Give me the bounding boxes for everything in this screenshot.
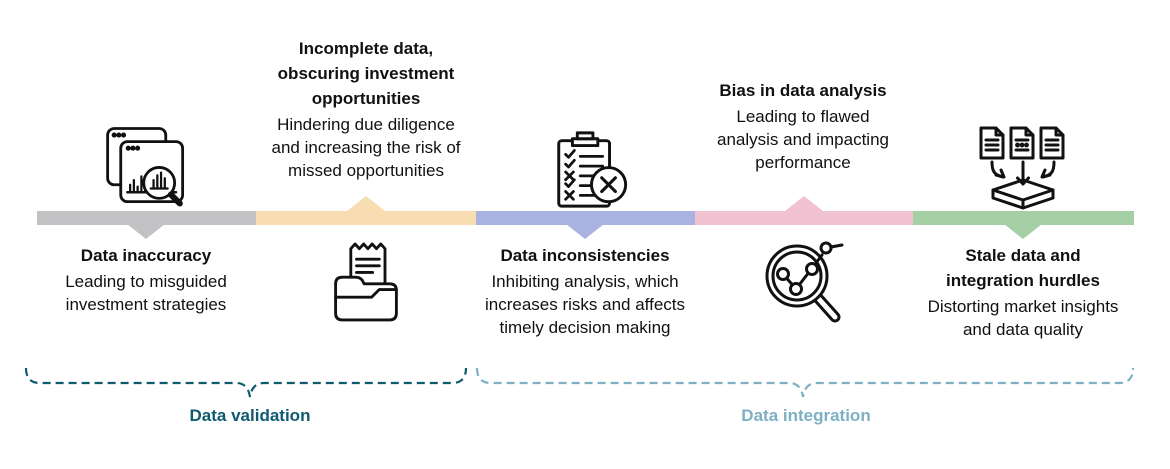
item-stale-data: Stale data and integration hurdles Disto… bbox=[903, 243, 1143, 341]
documents-merge-icon bbox=[979, 126, 1065, 210]
item-description: Distorting market insights and data qual… bbox=[927, 297, 1119, 339]
timeline-segment-stale-data bbox=[913, 211, 1134, 225]
item-bias-in-data-analysis: Bias in data analysis Leading to flawed … bbox=[683, 78, 923, 174]
checklist-error-icon bbox=[557, 131, 628, 208]
item-description: Inhibiting analysis, which increases ris… bbox=[485, 272, 685, 337]
item-description: Hindering due diligence and increasing t… bbox=[271, 115, 461, 180]
magnifier-trend-icon bbox=[765, 241, 844, 323]
timeline-segment-data-inconsistencies bbox=[476, 211, 695, 225]
timeline-segment-data-inaccuracy bbox=[37, 211, 256, 225]
group-brace-data-validation bbox=[24, 367, 468, 398]
group-label-data-validation: Data validation bbox=[189, 406, 311, 425]
folder-receipt-icon bbox=[334, 242, 398, 322]
segment-pointer-down bbox=[566, 224, 604, 239]
item-title: Data inaccuracy bbox=[80, 246, 212, 265]
segment-pointer-down bbox=[127, 224, 165, 239]
timeline-segment-bias bbox=[695, 211, 913, 225]
item-incomplete-data: Incomplete data, obscuring investment op… bbox=[241, 36, 491, 182]
item-data-inaccuracy: Data inaccuracy Leading to misguided inv… bbox=[26, 243, 266, 316]
item-description: Leading to flawed analysis and impacting… bbox=[717, 107, 889, 172]
timeline-segment-incomplete-data bbox=[256, 211, 476, 225]
group-label-data-integration: Data integration bbox=[741, 406, 871, 425]
segment-pointer-down bbox=[1004, 224, 1042, 239]
group-brace-data-integration bbox=[475, 367, 1135, 398]
item-title: Data inconsistencies bbox=[500, 246, 670, 265]
windows-chart-magnifier-icon bbox=[106, 127, 185, 207]
item-data-inconsistencies: Data inconsistencies Inhibiting analysis… bbox=[455, 243, 715, 339]
item-title: Bias in data analysis bbox=[719, 81, 887, 100]
item-title: Stale data and integration hurdles bbox=[946, 246, 1100, 290]
segment-pointer-up bbox=[785, 196, 823, 211]
item-title: Incomplete data, obscuring investment op… bbox=[277, 39, 455, 108]
segment-pointer-up bbox=[347, 196, 385, 211]
item-description: Leading to misguided investment strategi… bbox=[65, 272, 227, 314]
